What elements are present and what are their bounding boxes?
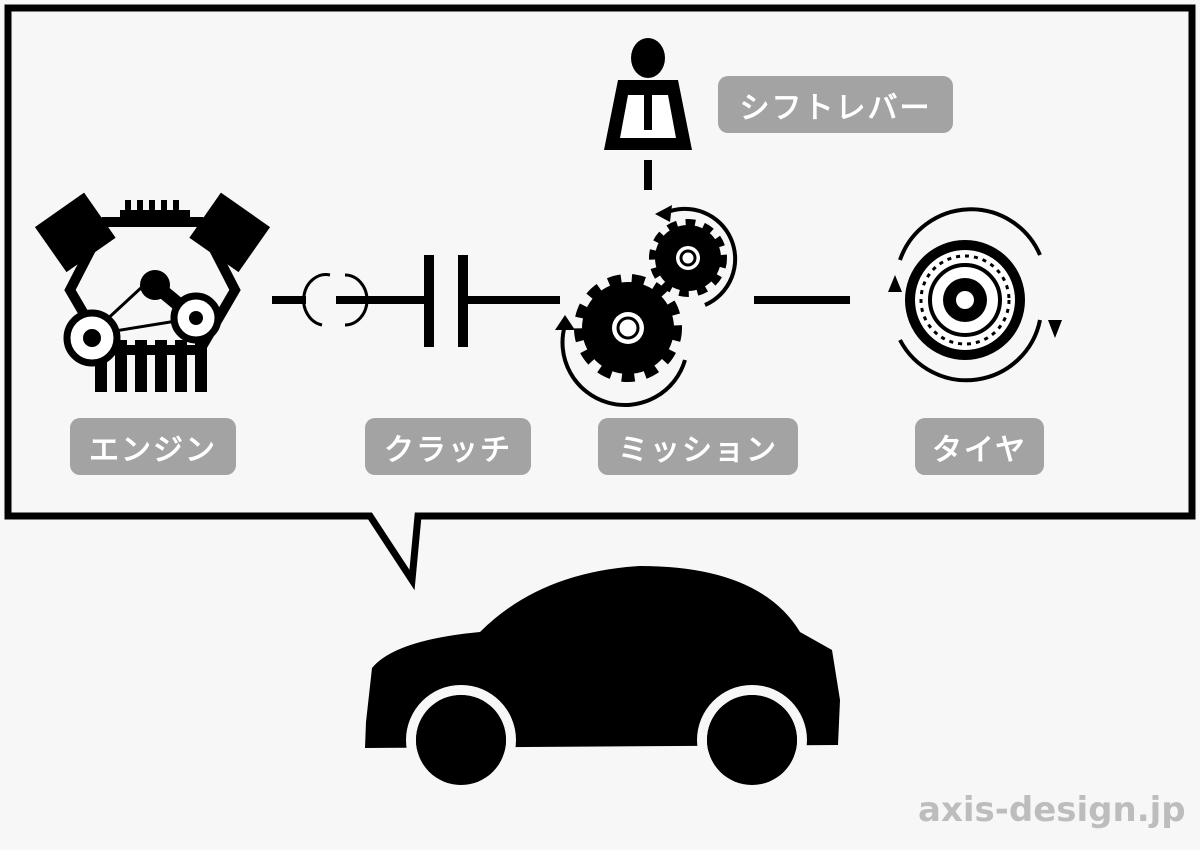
watermark: axis-design.jp: [918, 790, 1186, 830]
clutch-plate-right: [458, 255, 468, 347]
car-silhouette-icon: [360, 566, 860, 802]
clutch-plate-left: [424, 255, 434, 347]
shift-lever-label: シフトレバー: [718, 76, 953, 133]
engine-label: エンジン: [70, 418, 236, 475]
mission-label: ミッション: [598, 418, 798, 475]
clutch-label: クラッチ: [365, 418, 531, 475]
gear-small-icon: [649, 205, 738, 307]
shift-lever-icon: [604, 38, 692, 150]
tire-icon: [888, 207, 1062, 383]
tire-label: タイヤ: [915, 418, 1044, 475]
gear-large-icon: [555, 274, 687, 407]
engine-icon: [34, 192, 271, 392]
